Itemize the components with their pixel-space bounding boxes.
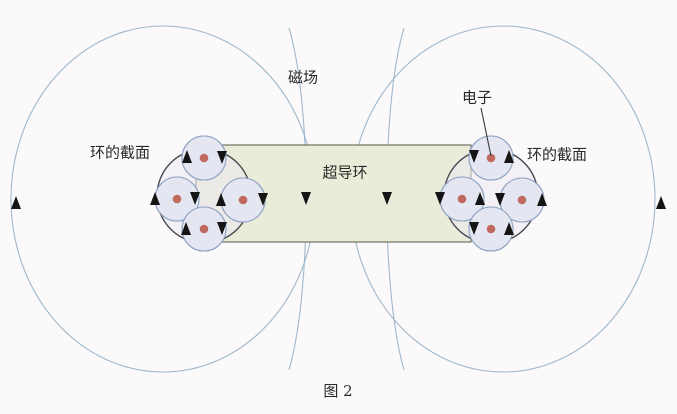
arrow-up-right-left-b [475,192,485,205]
arrow-down-left-bottom-b [217,222,227,235]
electron-dot-left-bottom [199,224,209,234]
arrow-up-left-right-a [216,193,226,206]
arrow-up-left-left-a [150,192,160,205]
label-cross-section-right: 环的截面 [527,146,587,164]
arrow-down-left-right-b [258,193,268,206]
arrow-up-left-top-a [182,150,192,163]
electron-dot-left-top [199,153,209,163]
arrow-down-inner-left [301,192,311,205]
electron-dot-right-top [486,153,496,163]
circulation-arrows-left [150,150,268,235]
electron-dot-left-left [172,194,182,204]
electron-leader-line [480,107,492,157]
arrow-up-left-bottom-a [181,222,191,235]
arrow-down-inner-right [382,192,392,205]
label-cross-section-left: 环的截面 [90,144,150,162]
arrow-up-right-top-b [504,150,514,163]
electron-dot-right-right [517,195,527,205]
electron-dot-right-bottom [486,224,496,234]
arrow-down-right-top-a [469,150,479,163]
cross-section-left [150,135,268,252]
arrow-up-far-right [656,196,666,209]
field-direction-arrows [11,196,666,209]
arrow-up-right-right-b [537,193,547,206]
arrow-down-right-left-a [435,192,445,205]
arrow-up-far-left [11,196,21,209]
electron-dot-right-left [457,194,467,204]
label-magnetic-field: 磁场 [288,69,318,87]
label-electron: 电子 [462,89,492,107]
cross-section-right [435,135,547,252]
circulation-arrows-right [435,150,547,235]
label-superconducting-ring: 超导环 [322,164,367,182]
arrow-down-right-bottom-a [469,222,479,235]
arrow-down-left-top-b [217,151,227,164]
arrow-down-left-left-b [190,192,200,205]
field-direction-arrows-inner [301,192,392,205]
figure-caption: 图 2 [323,382,352,400]
arrow-down-right-right-a [495,193,505,206]
arrow-up-right-bottom-b [504,222,514,235]
electron-dot-left-right [238,195,248,205]
